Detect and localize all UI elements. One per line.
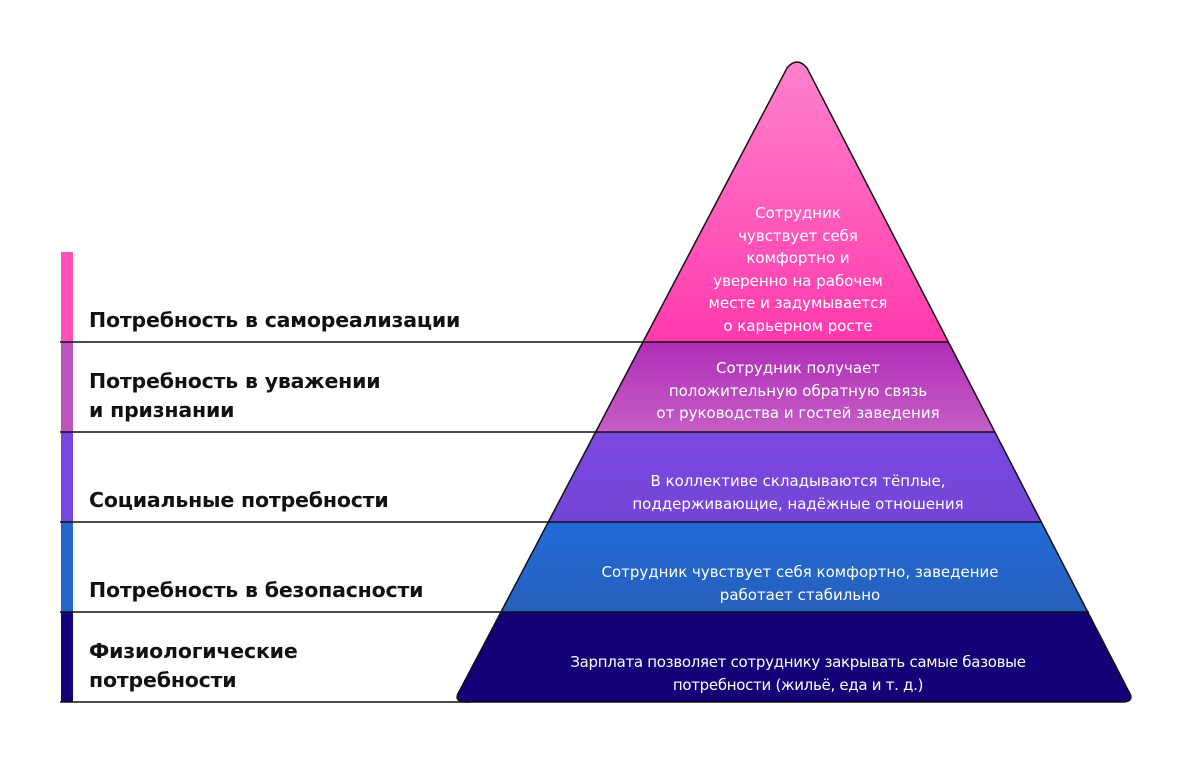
description-self-actualization: Сотрудник чувствует себя комфортно и уве… [708, 204, 888, 335]
tier-safety [457, 522, 1131, 612]
level-label-social: Социальные потребности [89, 488, 389, 512]
pyramid-outline [456, 61, 1132, 703]
color-bar-social [61, 432, 73, 522]
description-safety: Сотрудник чувствует себя комфортно, заве… [601, 563, 999, 604]
color-bar-safety [61, 522, 73, 612]
description-physiological: Зарплата позволяет сотруднику закрывать … [570, 653, 1026, 694]
level-label-esteem: Потребность в уважении и признании [89, 369, 381, 422]
level-label-self-actualization: Потребность в самореализации [89, 308, 461, 332]
color-bar-esteem [61, 342, 73, 432]
color-bar-physiological [61, 612, 73, 702]
description-social: В коллективе складываются тёплые, поддер… [632, 472, 964, 513]
description-esteem: Сотрудник получает положительную обратну… [656, 359, 940, 422]
color-bar-self-actualization [61, 252, 73, 342]
tier-physiological [457, 612, 1131, 702]
level-label-physiological: Физиологические потребности [89, 639, 298, 692]
level-label-safety: Потребность в безопасности [89, 578, 424, 602]
